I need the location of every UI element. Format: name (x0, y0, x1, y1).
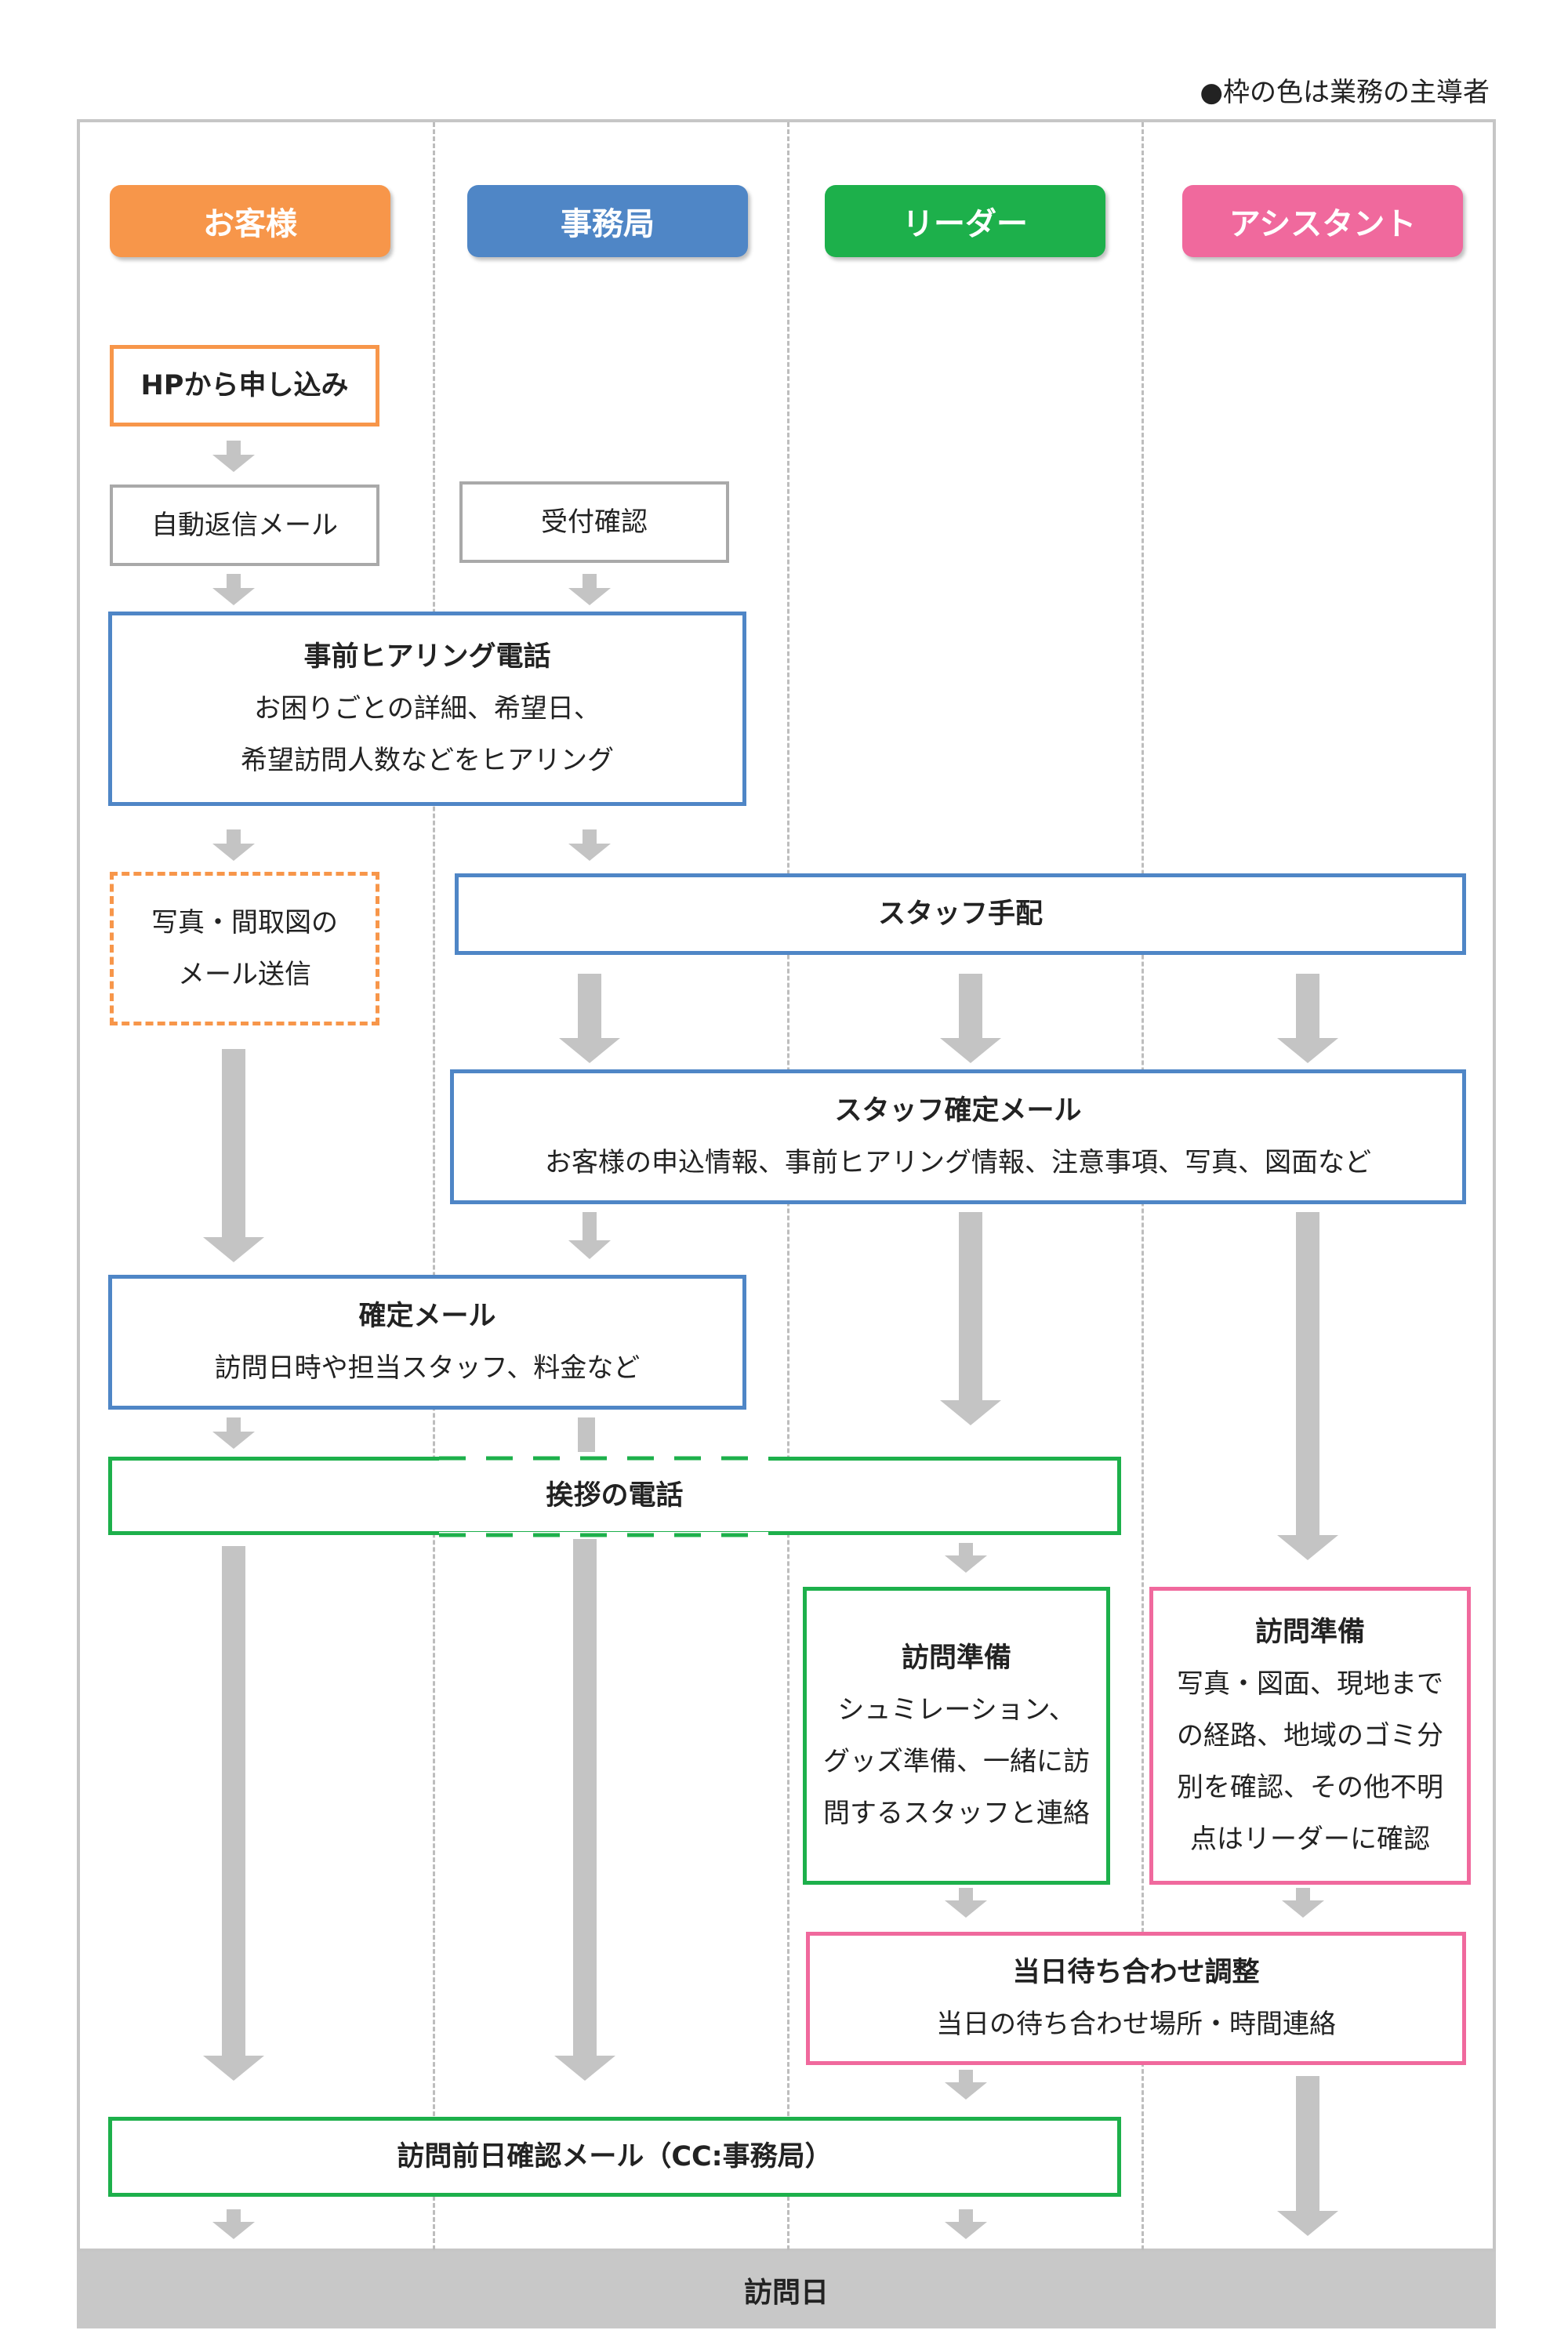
lane-header-customer: お客様 (110, 185, 390, 257)
step-send-photos: 写真・間取図の メール送信 (110, 872, 379, 1025)
arrow (212, 829, 255, 861)
arrow (212, 574, 255, 605)
step-staff-arrangement: スタッフ手配 (455, 873, 1466, 955)
arrow (1277, 974, 1338, 1063)
lane-header-leader: リーダー (825, 185, 1105, 257)
arrow (554, 1530, 615, 2081)
arrow (945, 1888, 987, 1918)
arrow (1277, 2076, 1338, 2236)
arrow (945, 1543, 987, 1573)
arrow (940, 974, 1001, 1063)
arrow (568, 829, 611, 861)
arrow (212, 441, 255, 472)
arrow (568, 1212, 611, 1259)
lane-header-office: 事務局 (467, 185, 748, 257)
arrow (568, 574, 611, 605)
arrow (945, 2070, 987, 2100)
step-auto-reply-mail: 自動返信メール (110, 485, 379, 566)
lane-divider (433, 122, 435, 2250)
lane-header-assistant: アシスタント (1182, 185, 1463, 257)
step-assistant-visit-prep: 訪問準備 写真・図面、現地まで の経路、地域のゴミ分 別を確認、その他不明 点は… (1149, 1587, 1471, 1885)
arrow (1277, 1212, 1338, 1560)
step-confirm-mail: 確定メール 訪問日時や担当スタッフ、料金など (108, 1275, 746, 1410)
arrow (212, 2209, 255, 2239)
step-reception-check: 受付確認 (459, 481, 729, 563)
arrow (212, 1417, 255, 1449)
step-pre-hearing-call: 事前ヒアリング電話 お困りごとの詳細、希望日、 希望訪問人数などをヒアリング (108, 612, 746, 806)
step-greeting-call: 挨拶の電話 (108, 1457, 1121, 1535)
arrow (940, 1212, 1001, 1425)
arrow (578, 1417, 595, 1452)
step-staff-confirm-mail: スタッフ確定メール お客様の申込情報、事前ヒアリング情報、注意事項、写真、図面な… (450, 1069, 1466, 1204)
arrow (559, 974, 620, 1063)
step-meetup-adjustment: 当日待ち合わせ調整 当日の待ち合わせ場所・時間連絡 (806, 1932, 1466, 2065)
step-previous-day-confirm-mail: 訪問前日確認メール（CC:事務局） (108, 2117, 1121, 2197)
arrow (203, 1049, 264, 1262)
greeting-dashed-segment (439, 1454, 768, 1539)
step-hp-application: HPから申し込み (110, 345, 379, 426)
arrow (945, 2209, 987, 2239)
visit-day-bar: 訪問日 (77, 2252, 1496, 2328)
arrow (1282, 1888, 1324, 1918)
step-leader-visit-prep: 訪問準備 シュミレーション、 グッズ準備、一緒に訪 問するスタッフと連絡 (803, 1587, 1110, 1885)
legend-note: ●枠の色は業務の主導者 (1200, 77, 1490, 108)
arrow (203, 1546, 264, 2081)
